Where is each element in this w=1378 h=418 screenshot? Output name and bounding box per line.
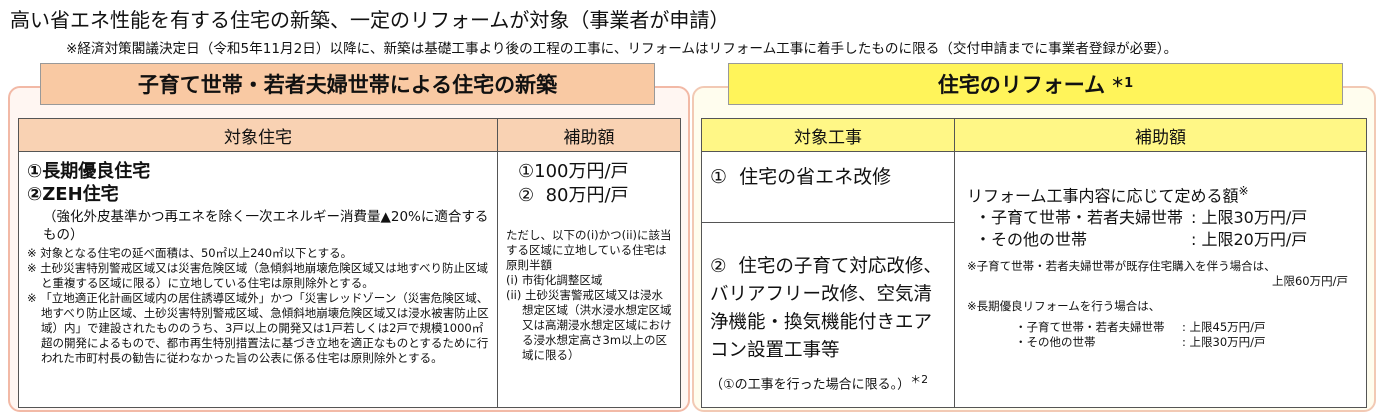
long-term-row-other: ・その他の世帯 : 上限30万円/戸 (967, 335, 1356, 350)
left-note-2: ※ 土砂災害特別警戒区域又は災害危険区域（急傾斜地崩壊危険区域又は地すべり防止区… (27, 261, 488, 290)
reform-tab-label: 住宅のリフォーム (937, 73, 1106, 97)
right-subsidy-cell: リフォーム工事内容に応じて定める額※ ・子育て世帯・若者夫婦世帯 : 上限30万… (954, 151, 1367, 408)
reform-row-young: ・子育て世帯・若者夫婦世帯 : 上限30万円/戸 (967, 207, 1356, 229)
amount-note-i: (i) 市街化調整区域 (506, 273, 603, 287)
target-housing-header: 対象住宅 (18, 118, 498, 152)
new-build-table: 対象住宅 補助額 ①長期優良住宅 ②ZEH住宅 （強化外皮基準かつ再エネを除く一… (18, 118, 681, 408)
reform-row-other-label: ・その他の世帯 (975, 230, 1088, 250)
reform-row-young-label: ・子育て世帯・若者夫婦世帯 (975, 208, 1184, 228)
left-subsidy-cell: ①100万円/戸 ② 80万円/戸 ただし、以下の(i)かつ(ii)に該当する区… (497, 151, 681, 408)
long-term-row-young: ・子育て世帯・若者夫婦世帯 : 上限45万円/戸 (967, 320, 1356, 335)
long-term-row-other-label: ・その他の世帯 (1015, 335, 1096, 350)
reform-tab-footnote: ＊1 (1111, 75, 1134, 91)
reform-row-young-value: : 上限30万円/戸 (1191, 208, 1308, 228)
work-childcare-cell: ② 住宅の子育て対応改修、バリアフリー改修、空気清浄機能・換気機能付きエアコン設… (701, 222, 955, 408)
reform-amount-title: リフォーム工事内容に応じて定める額 (967, 186, 1239, 206)
page-title: 高い省エネ性能を有する住宅の新築、一定のリフォームが対象（事業者が申請） (10, 8, 730, 32)
long-term-row-young-label: ・子育て世帯・若者夫婦世帯 (1015, 320, 1165, 335)
target-work-header: 対象工事 (701, 118, 955, 152)
work-childcare: ② 住宅の子育て対応改修、バリアフリー改修、空気清浄機能・換気機能付きエアコン設… (710, 256, 942, 361)
amount-note-ii: (ii) 土砂災害警戒区域又は浸水想定区域（洪水浸水想定区域又は高潮浸水想定区域… (506, 288, 672, 362)
left-note-3: ※ 「立地適正化計画区域内の居住誘導区域外」かつ「災害レッドゾーン（災害危険区域… (27, 291, 489, 365)
reform-row-other: ・その他の世帯 : 上限20万円/戸 (967, 229, 1356, 251)
item-zeh-housing: ②ZEH住宅 (27, 184, 119, 205)
amount-zeh: ② 80万円/戸 (518, 185, 629, 206)
new-build-tab: 子育て世帯・若者夫婦世帯による住宅の新築 (40, 63, 655, 105)
work-energy-saving: ① 住宅の省エネ改修 (710, 166, 892, 188)
reform-note-2: ※長期優良リフォームを行う場合は、 (967, 299, 1161, 314)
work-energy-cell: ① 住宅の省エネ改修 (701, 151, 955, 223)
work2-note: （①の工事を行った場合に限る。） (710, 377, 911, 393)
amount-long-term: ①100万円/戸 (518, 161, 629, 182)
long-term-row-other-value: : 上限30万円/戸 (1182, 335, 1266, 350)
item-long-term-housing: ①長期優良住宅 (27, 161, 151, 182)
work2-note-footnote: ＊2 (910, 373, 929, 386)
target-housing-cell: ①長期優良住宅 ②ZEH住宅 （強化外皮基準かつ再エネを除く一次エネルギー消費量… (18, 151, 498, 408)
reform-note-1: ※子育て世帯・若者夫婦世帯が既存住宅購入を伴う場合は、 (967, 259, 1276, 274)
reform-tab: 住宅のリフォーム ＊1 (728, 63, 1343, 105)
left-note-1: ※ 対象となる住宅の延べ面積は、50㎡以上240㎡以下とする。 (27, 246, 353, 260)
reform-amount-footnote: ※ (1238, 184, 1249, 198)
left-subsidy-header: 補助額 (497, 118, 681, 152)
zeh-detail: （強化外皮基準かつ再エネを除く一次エネルギー消費量▲20%に適合するもの） (43, 209, 489, 243)
new-build-tab-label: 子育て世帯・若者夫婦世帯による住宅の新築 (137, 73, 558, 97)
header-note: ※経済対策閣議決定日（令和5年11月2日）以降に、新築は基礎工事より後の工程の工… (66, 41, 1178, 57)
long-term-row-young-value: : 上限45万円/戸 (1182, 320, 1266, 335)
right-subsidy-header: 補助額 (954, 118, 1367, 152)
reform-table: 対象工事 補助額 ① 住宅の省エネ改修 リフォーム工事内容に応じて定める額※ ・… (701, 118, 1367, 408)
amount-note-intro: ただし、以下の(i)かつ(ii)に該当する区域に立地している住宅は原則半額 (506, 228, 672, 272)
reform-row-other-value: : 上限20万円/戸 (1191, 230, 1308, 250)
reform-note-1b: 上限60万円/戸 (1271, 274, 1348, 289)
